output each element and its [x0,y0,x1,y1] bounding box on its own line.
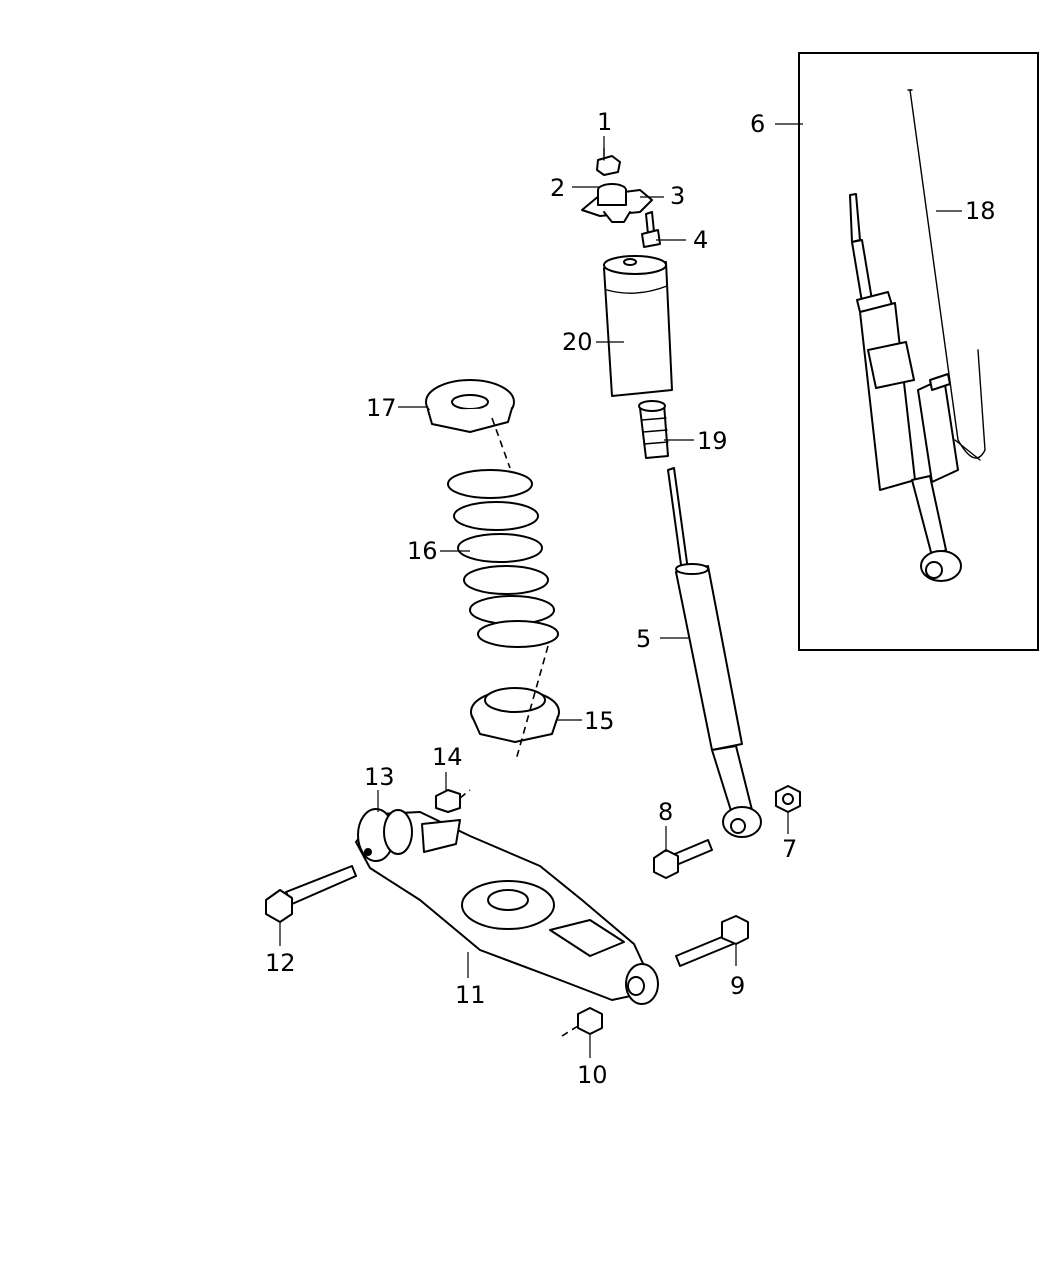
callout-5: 5 [636,625,651,653]
part-19-jounce-bumper [638,400,669,459]
part-8-bolt [653,839,713,879]
callout-16: 16 [407,537,438,565]
part-4-bolt [641,211,661,248]
part-9-bolt [675,915,749,967]
spring-centerline [491,417,549,761]
callout-20: 20 [562,328,593,356]
callout-18: 18 [965,197,996,225]
callout-15: 15 [584,707,615,735]
callout-4: 4 [693,226,708,254]
callout-7: 7 [782,835,797,863]
callout-13: 13 [364,763,395,791]
part-1-nut [596,147,621,176]
part-11-lower-control-arm [355,808,659,1005]
callout-6: 6 [750,110,765,138]
part-17-upper-spring-seat [425,379,515,433]
callout-11: 11 [455,981,486,1009]
part-12-bolt [265,865,357,923]
part-2-3-upper-mount [581,183,653,223]
part-5-shock-absorber [667,467,762,838]
callout-2: 2 [550,174,565,202]
callout-19: 19 [697,427,728,455]
inset-shock-assembly [849,89,986,582]
callout-9: 9 [730,972,745,1000]
part-14-nut [435,789,471,813]
part-15-lower-spring-seat [470,687,560,743]
callout-3: 3 [670,182,685,210]
callout-12: 12 [265,949,296,977]
callout-8: 8 [658,798,673,826]
callout-1: 1 [597,108,612,136]
callout-10: 10 [577,1061,608,1089]
callout-14: 14 [432,743,463,771]
callout-17: 17 [366,394,397,422]
part-10-nut [561,1007,603,1037]
callout-labels: 1 2 3 4 20 17 19 16 5 15 6 18 13 14 8 7 … [265,108,996,1089]
part-7-nut [775,785,801,813]
part-20-dust-boot [603,255,673,397]
part-16-coil-spring [447,469,559,648]
leader-lines [279,123,962,1058]
inset-frame [798,52,1039,651]
